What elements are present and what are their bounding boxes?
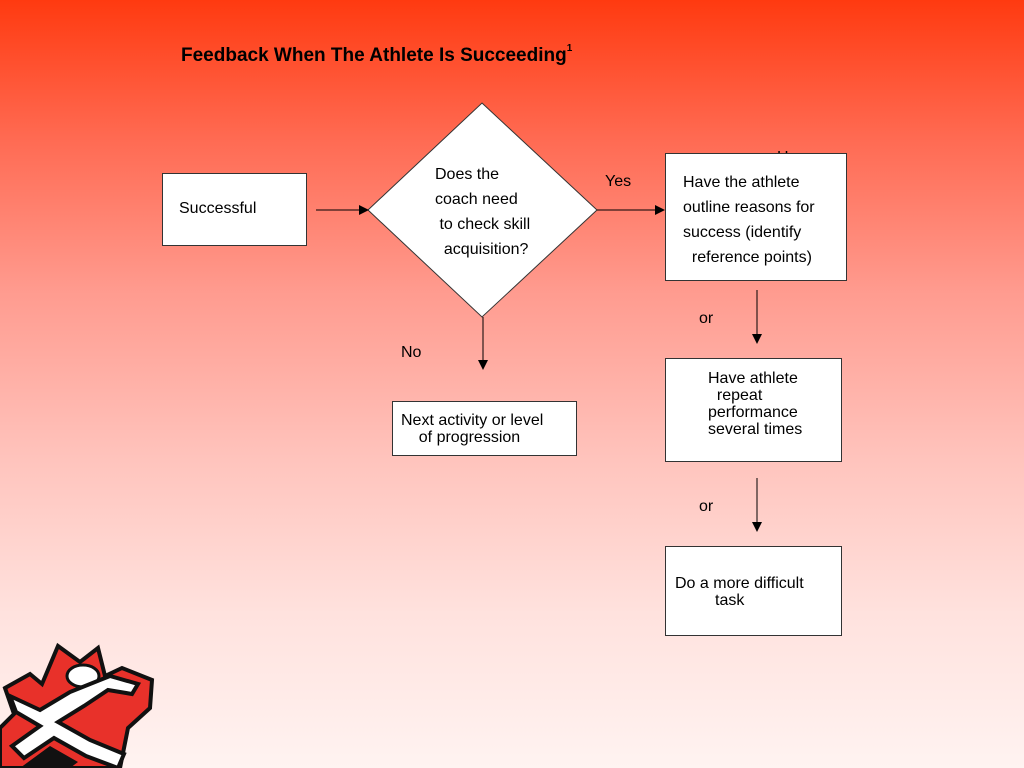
decision-label: Does the coach need to check skill acqui… (435, 166, 531, 258)
node-repeat-performance-label: Have athlete repeat performance several … (708, 370, 803, 438)
node-outline-reasons-label: Have the athlete outline reasons for suc… (683, 174, 815, 266)
title-footnote-marker: 1 (566, 43, 573, 54)
no-label: No (401, 344, 422, 361)
page-title: Feedback When The Athlete Is Succeeding1 (181, 43, 573, 67)
yes-label: Yes (605, 173, 632, 190)
node-harder-task (665, 546, 842, 636)
or-label-2: or (699, 498, 714, 515)
node-successful (162, 173, 307, 246)
node-repeat-performance (665, 358, 842, 462)
decision-diamond (367, 102, 598, 318)
node-outline-reasons (665, 153, 847, 281)
canada-athlete-logo-icon (0, 642, 155, 768)
node-harder-task-label: Do a more difficult task (675, 575, 804, 609)
title-text: Feedback When The Athlete Is Succeeding (181, 45, 567, 66)
node-next-activity (392, 401, 577, 456)
or-label-1: or (699, 310, 714, 327)
node-successful-label: Successful (179, 200, 257, 217)
node-next-activity-label: Next activity or level of progression (401, 412, 544, 446)
